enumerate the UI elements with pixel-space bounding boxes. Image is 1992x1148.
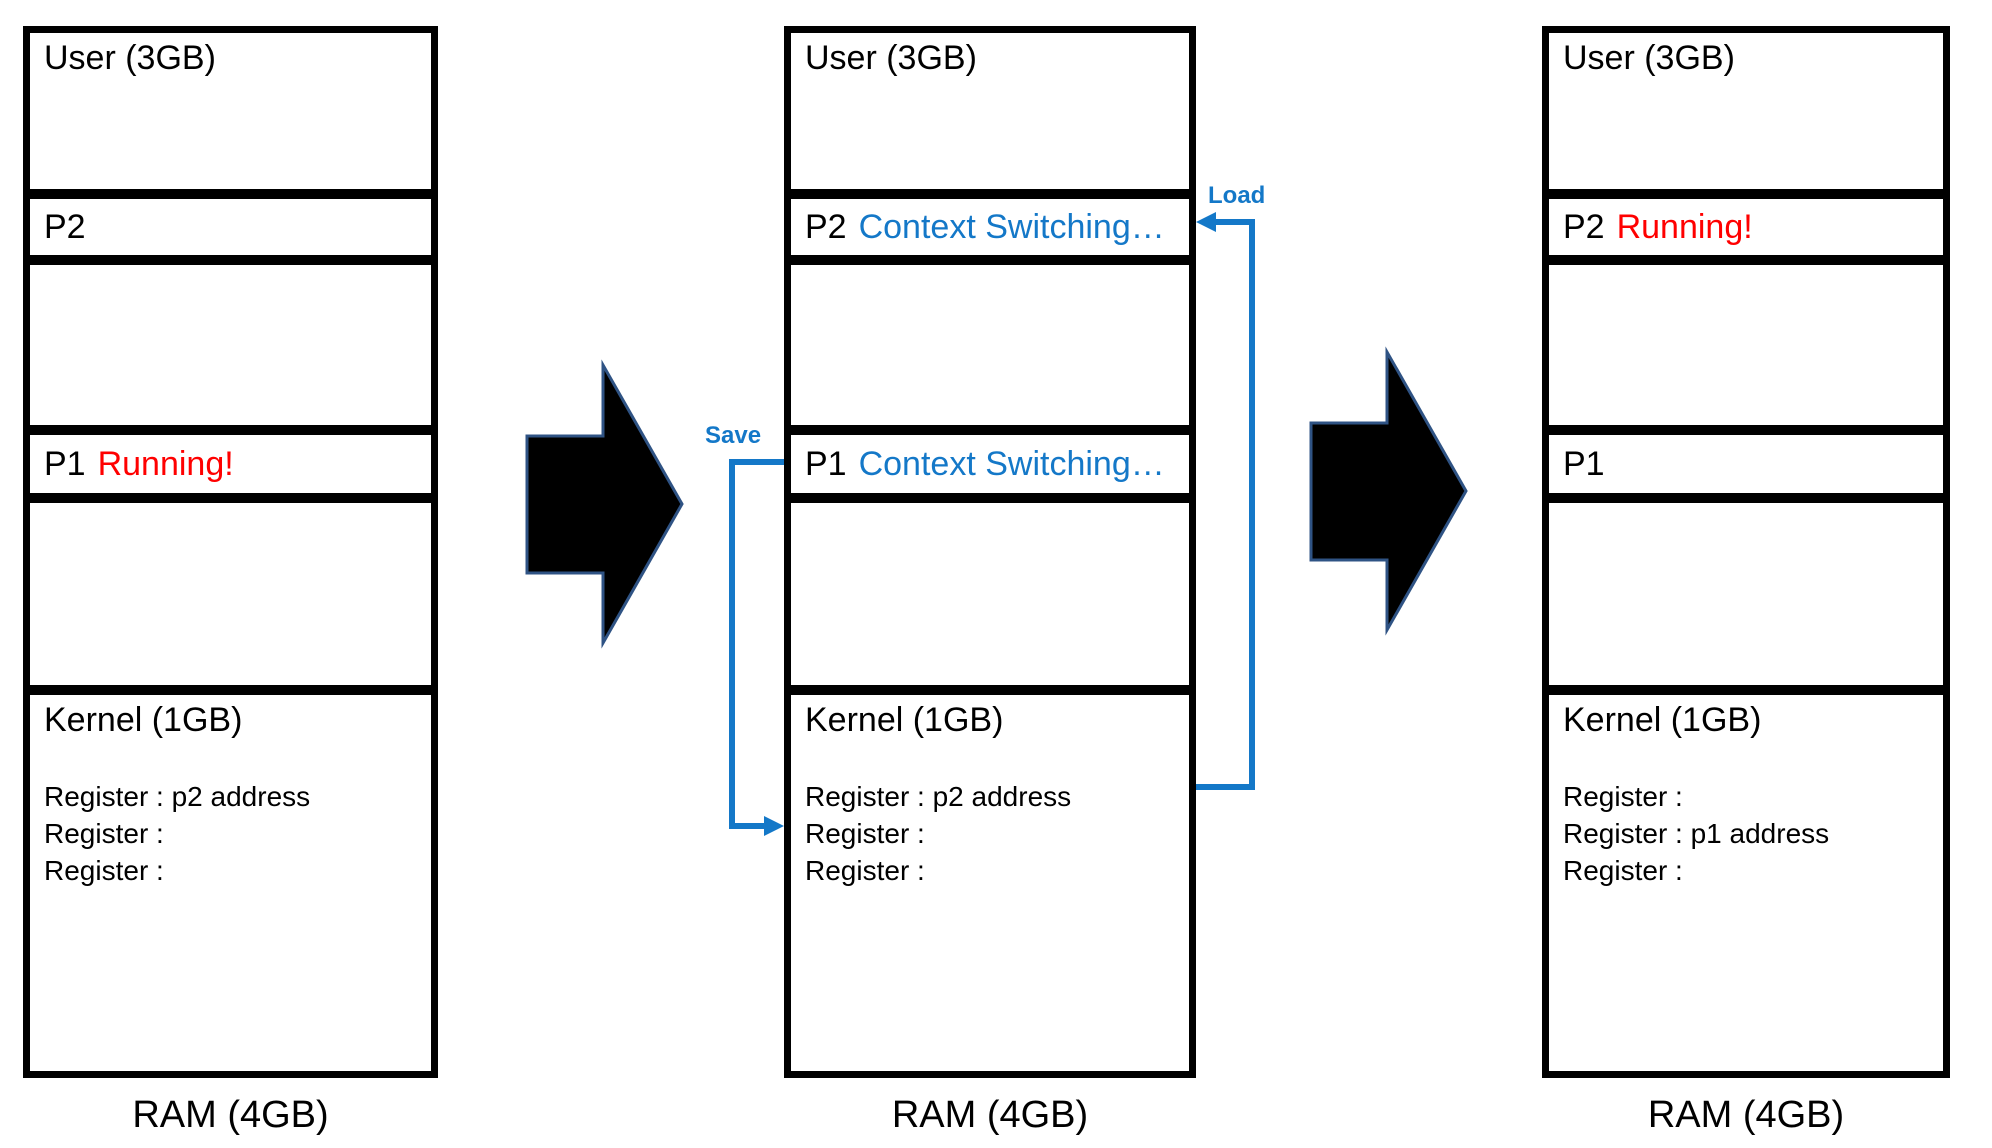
memory-column-after: User (3GB) P2 Running! P1 Kernel (1GB) R… bbox=[1542, 26, 1950, 1137]
register-line: Register : p1 address bbox=[1563, 818, 1830, 849]
p2-section: P2 bbox=[23, 192, 438, 262]
user-label: User (3GB) bbox=[1563, 39, 1735, 77]
p1-status-label: Context Switching… bbox=[858, 444, 1165, 483]
p1-label: P1 bbox=[805, 444, 847, 483]
ram-label: RAM (4GB) bbox=[1647, 1094, 1845, 1136]
p2-label: P2 bbox=[1563, 207, 1605, 246]
register-line: Register : p2 address bbox=[805, 781, 1072, 812]
free-memory-section bbox=[23, 496, 438, 692]
kernel-label: Kernel (1GB) bbox=[44, 701, 243, 739]
memory-column-before: User (3GB) P2 P1 Running! Kernel (1GB) R… bbox=[23, 26, 438, 1137]
p2-section: P2 Context Switching… bbox=[784, 192, 1196, 262]
user-section: User (3GB) bbox=[1542, 26, 1950, 196]
ram-label: RAM (4GB) bbox=[132, 1094, 329, 1136]
p1-section: P1 bbox=[1542, 428, 1950, 500]
p2-label: P2 bbox=[805, 207, 847, 246]
register-line: Register : bbox=[1563, 855, 1683, 886]
kernel-label: Kernel (1GB) bbox=[1563, 701, 1762, 739]
kernel-section: Kernel (1GB) Register : Register : p1 ad… bbox=[1542, 688, 1950, 1078]
free-memory-section bbox=[784, 258, 1196, 432]
p1-section: P1 Context Switching… bbox=[784, 428, 1196, 500]
p1-label: P1 bbox=[1563, 444, 1605, 483]
memory-column-switching: User (3GB) P2 Context Switching… P1 Cont… bbox=[784, 26, 1196, 1137]
free-memory-section bbox=[784, 496, 1196, 692]
free-memory-section bbox=[1542, 496, 1950, 692]
free-memory-section bbox=[23, 258, 438, 432]
p2-section: P2 Running! bbox=[1542, 192, 1950, 262]
user-label: User (3GB) bbox=[805, 39, 977, 77]
register-line: Register : bbox=[44, 855, 164, 886]
p2-status-label: Context Switching… bbox=[858, 207, 1165, 246]
p1-label: P1 bbox=[44, 444, 86, 483]
kernel-section: Kernel (1GB) Register : p2 address Regis… bbox=[23, 688, 438, 1078]
register-line: Register : p2 address bbox=[44, 781, 311, 812]
save-label: Save bbox=[705, 422, 762, 449]
kernel-label: Kernel (1GB) bbox=[805, 701, 1004, 739]
free-memory-section bbox=[1542, 258, 1950, 432]
register-line: Register : bbox=[44, 818, 164, 849]
p1-section: P1 Running! bbox=[23, 428, 438, 500]
p2-label: P2 bbox=[44, 207, 86, 246]
register-line: Register : bbox=[805, 818, 925, 849]
kernel-section: Kernel (1GB) Register : p2 address Regis… bbox=[784, 688, 1196, 1078]
register-line: Register : bbox=[805, 855, 925, 886]
p1-status-label: Running! bbox=[97, 444, 234, 483]
register-line: Register : bbox=[1563, 781, 1683, 812]
user-label: User (3GB) bbox=[44, 39, 216, 77]
flow-arrow-icon bbox=[1309, 346, 1468, 636]
save-arrow-icon bbox=[729, 459, 784, 836]
load-arrow-icon bbox=[1196, 212, 1255, 790]
user-section: User (3GB) bbox=[784, 26, 1196, 196]
user-section: User (3GB) bbox=[23, 26, 438, 196]
p2-status-label: Running! bbox=[1616, 207, 1753, 246]
load-label: Load bbox=[1208, 182, 1266, 209]
flow-arrow-icon bbox=[525, 359, 684, 649]
ram-label: RAM (4GB) bbox=[891, 1094, 1089, 1136]
